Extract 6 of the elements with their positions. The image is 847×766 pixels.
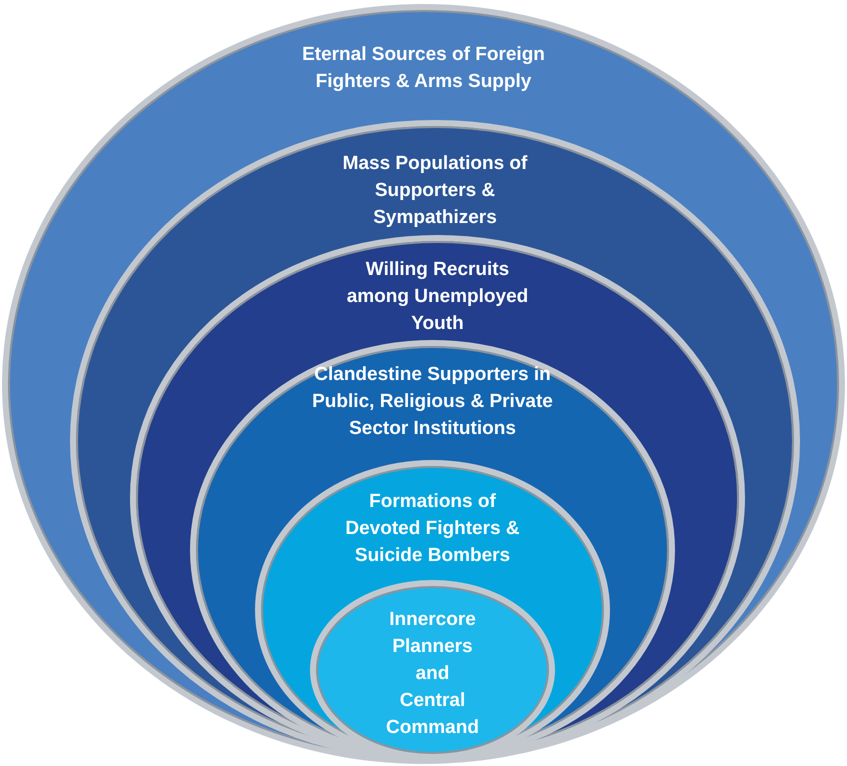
ring-label: Clandestine Supporters in Public, Religious & Private Sector Institutions — [311, 363, 554, 441]
ring-label: Eternal Sources of Foreign Fighters & Arms Supply — [301, 43, 546, 94]
ring-label: Willing Recruits among Unemployed Youth — [346, 258, 530, 336]
ring-label: Formations of Devoted Fighters & Suicide Bombers — [344, 490, 521, 568]
ring-label: Innercore Planners and Central Command — [385, 608, 480, 740]
ring-label: Mass Populations of Supporters & Sympathizers — [342, 152, 528, 230]
